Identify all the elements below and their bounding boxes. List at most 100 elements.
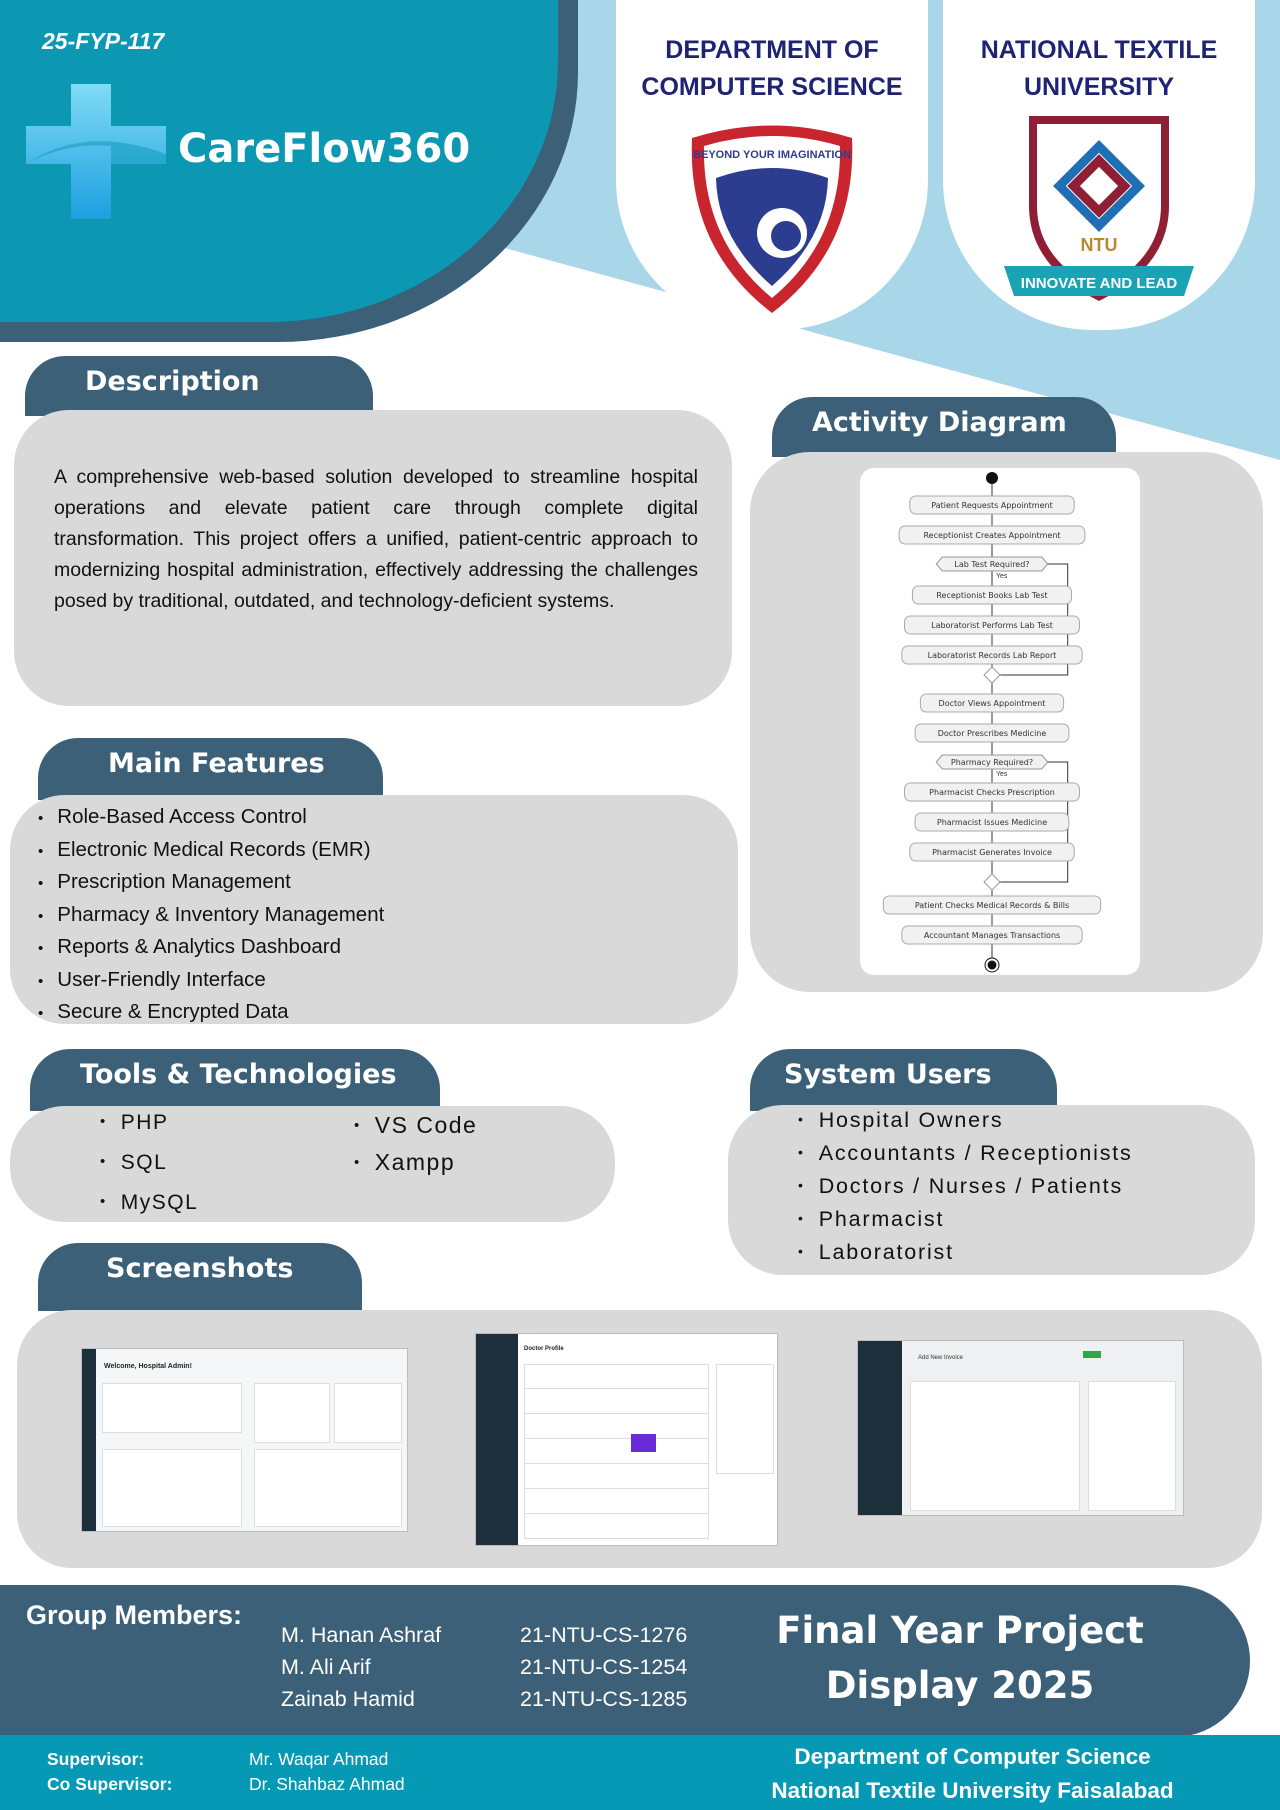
feature-item: Prescription Management bbox=[38, 867, 384, 900]
member-name: M. Hanan Ashraf bbox=[281, 1623, 442, 1647]
merge-node bbox=[983, 873, 1001, 891]
event-line-1: Final Year Project bbox=[776, 1609, 1144, 1652]
activity-label: Laboratorist Performs Lab Test bbox=[931, 621, 1053, 630]
co-supervisor-name: Dr. Shahbaz Ahmad bbox=[249, 1774, 405, 1794]
footer-band bbox=[0, 1735, 1280, 1810]
activity-node bbox=[911, 585, 1073, 605]
tools-list-1: PHP SQL MySQL bbox=[100, 1102, 198, 1222]
group-members-title: Group Members: bbox=[26, 1600, 243, 1630]
feature-item: Secure & Encrypted Data bbox=[38, 997, 384, 1030]
activity-label: Pharmacist Checks Prescription bbox=[929, 788, 1055, 797]
university-card: NATIONAL TEXTILE UNIVERSITY NTU INNOVATE… bbox=[943, 0, 1255, 330]
app-name: CareFlow360 bbox=[178, 126, 471, 172]
member-name: Zainab Hamid bbox=[281, 1687, 415, 1711]
end-node-inner-icon bbox=[987, 960, 997, 970]
tool-item: SQL bbox=[100, 1142, 198, 1182]
supervisor-name: Mr. Waqar Ahmad bbox=[249, 1749, 389, 1769]
university-title: NATIONAL TEXTILE UNIVERSITY bbox=[980, 36, 1218, 101]
activity-node bbox=[901, 645, 1083, 665]
supervisor-names: Mr. Waqar Ahmad Dr. Shahbaz Ahmad bbox=[249, 1747, 405, 1797]
screenshot-dashboard: Welcome, Hospital Admin! bbox=[81, 1348, 408, 1532]
department-shield-logo-icon: BEYOND YOUR IMAGINATION bbox=[691, 125, 853, 313]
svg-text:BEYOND YOUR IMAGINATION: BEYOND YOUR IMAGINATION bbox=[693, 149, 851, 161]
activity-label: Doctor Views Appointment bbox=[939, 699, 1046, 708]
features-heading: Main Features bbox=[38, 738, 383, 800]
merge-node bbox=[983, 666, 1001, 684]
footer-university: National Textile University Faisalabad bbox=[771, 1778, 1174, 1803]
tool-item: PHP bbox=[100, 1102, 198, 1142]
activity-heading: Activity Diagram bbox=[772, 397, 1116, 457]
activity-node bbox=[914, 812, 1070, 832]
screenshot-invoice-title: Add New Invoice bbox=[918, 1355, 964, 1361]
feature-item: Pharmacy & Inventory Management bbox=[38, 900, 384, 933]
medical-cross-logo-icon bbox=[26, 84, 166, 219]
activity-label: Receptionist Creates Appointment bbox=[923, 531, 1060, 540]
user-item: Laboratorist bbox=[798, 1235, 1133, 1268]
member-id: 21-NTU-CS-1254 bbox=[520, 1655, 688, 1679]
activity-label: Patient Checks Medical Records & Bills bbox=[915, 901, 1069, 910]
group-members-band bbox=[0, 1585, 1250, 1737]
activity-node bbox=[901, 925, 1083, 945]
yes-label: Yes bbox=[996, 771, 1008, 778]
project-code: 25-FYP-117 bbox=[42, 28, 165, 54]
start-node-icon bbox=[986, 472, 998, 484]
tools-list-2: VS Code Xampp bbox=[354, 1107, 477, 1181]
tool-item: Xampp bbox=[354, 1144, 477, 1181]
activity-label: Laboratorist Records Lab Report bbox=[928, 651, 1057, 660]
users-heading: System Users bbox=[750, 1049, 1057, 1111]
ntu-logo-icon: NTU INNOVATE AND LEAD bbox=[1004, 116, 1194, 301]
yes-label: Yes bbox=[996, 573, 1008, 580]
activity-label: Doctor Prescribes Medicine bbox=[938, 729, 1047, 738]
department-title: DEPARTMENT OF COMPUTER SCIENCE bbox=[641, 36, 903, 101]
member-names: M. Hanan Ashraf M. Ali Arif Zainab Hamid bbox=[281, 1619, 441, 1715]
decision-label: Lab Test Required? bbox=[954, 560, 1029, 569]
supervisor-labels: Supervisor: Co Supervisor: bbox=[47, 1747, 172, 1797]
activity-node bbox=[904, 615, 1080, 635]
member-id: 21-NTU-CS-1285 bbox=[520, 1687, 688, 1711]
decision-label: Pharmacy Required? bbox=[951, 758, 1033, 767]
description-text: A comprehensive web-based solution devel… bbox=[54, 466, 698, 612]
event-title: Final Year Project Display 2025 bbox=[740, 1603, 1180, 1713]
screenshot-dashboard-title: Welcome, Hospital Admin! bbox=[104, 1363, 192, 1370]
activity-node bbox=[909, 495, 1075, 515]
user-item: Hospital Owners bbox=[798, 1103, 1133, 1136]
activity-label: Pharmacist Generates Invoice bbox=[932, 848, 1052, 857]
description-box bbox=[14, 410, 732, 706]
activity-label: Accountant Manages Transactions bbox=[924, 931, 1060, 940]
user-item: Accountants / Receptionists bbox=[798, 1136, 1133, 1169]
decision-node bbox=[935, 556, 1049, 572]
decision-node bbox=[935, 754, 1049, 770]
tools-heading: Tools & Technologies bbox=[30, 1049, 440, 1111]
activity-node bbox=[914, 723, 1070, 743]
feature-item: Reports & Analytics Dashboard bbox=[38, 932, 384, 965]
activity-label: Patient Requests Appointment bbox=[931, 501, 1052, 510]
feature-item: Electronic Medical Records (EMR) bbox=[38, 835, 384, 868]
department-card: DEPARTMENT OF COMPUTER SCIENCE BEYOND YO… bbox=[616, 0, 928, 330]
activity-node bbox=[898, 525, 1086, 545]
description-heading: Description bbox=[25, 356, 373, 416]
footer-department: Department of Computer Science bbox=[794, 1744, 1151, 1769]
features-list: Role-Based Access Control Electronic Med… bbox=[38, 802, 384, 1030]
activity-label: Receptionist Books Lab Test bbox=[936, 591, 1047, 600]
screenshot-doctor-title: Doctor Profile bbox=[524, 1346, 564, 1352]
tool-item: VS Code bbox=[354, 1107, 477, 1144]
activity-node bbox=[909, 842, 1075, 862]
activity-node bbox=[919, 693, 1065, 713]
users-list: Hospital Owners Accountants / Receptioni… bbox=[798, 1103, 1133, 1268]
screenshot-invoice: Add New Invoice bbox=[857, 1340, 1184, 1516]
supervisor-label: Supervisor: bbox=[47, 1749, 145, 1769]
user-item: Doctors / Nurses / Patients bbox=[798, 1169, 1133, 1202]
screenshot-doctor-profile: Doctor Profile bbox=[475, 1333, 778, 1546]
activity-node bbox=[904, 782, 1080, 802]
activity-label: Pharmacist Issues Medicine bbox=[937, 818, 1047, 827]
member-id: 21-NTU-CS-1276 bbox=[520, 1623, 688, 1647]
screenshots-heading: Screenshots bbox=[38, 1243, 362, 1311]
tool-item: MySQL bbox=[100, 1182, 198, 1222]
co-supervisor-label: Co Supervisor: bbox=[47, 1774, 173, 1794]
footer-institution: Department of Computer Science National … bbox=[720, 1740, 1225, 1808]
activity-node bbox=[882, 895, 1102, 915]
user-item: Pharmacist bbox=[798, 1202, 1133, 1235]
event-line-2: Display 2025 bbox=[825, 1664, 1095, 1707]
feature-item: Role-Based Access Control bbox=[38, 802, 384, 835]
